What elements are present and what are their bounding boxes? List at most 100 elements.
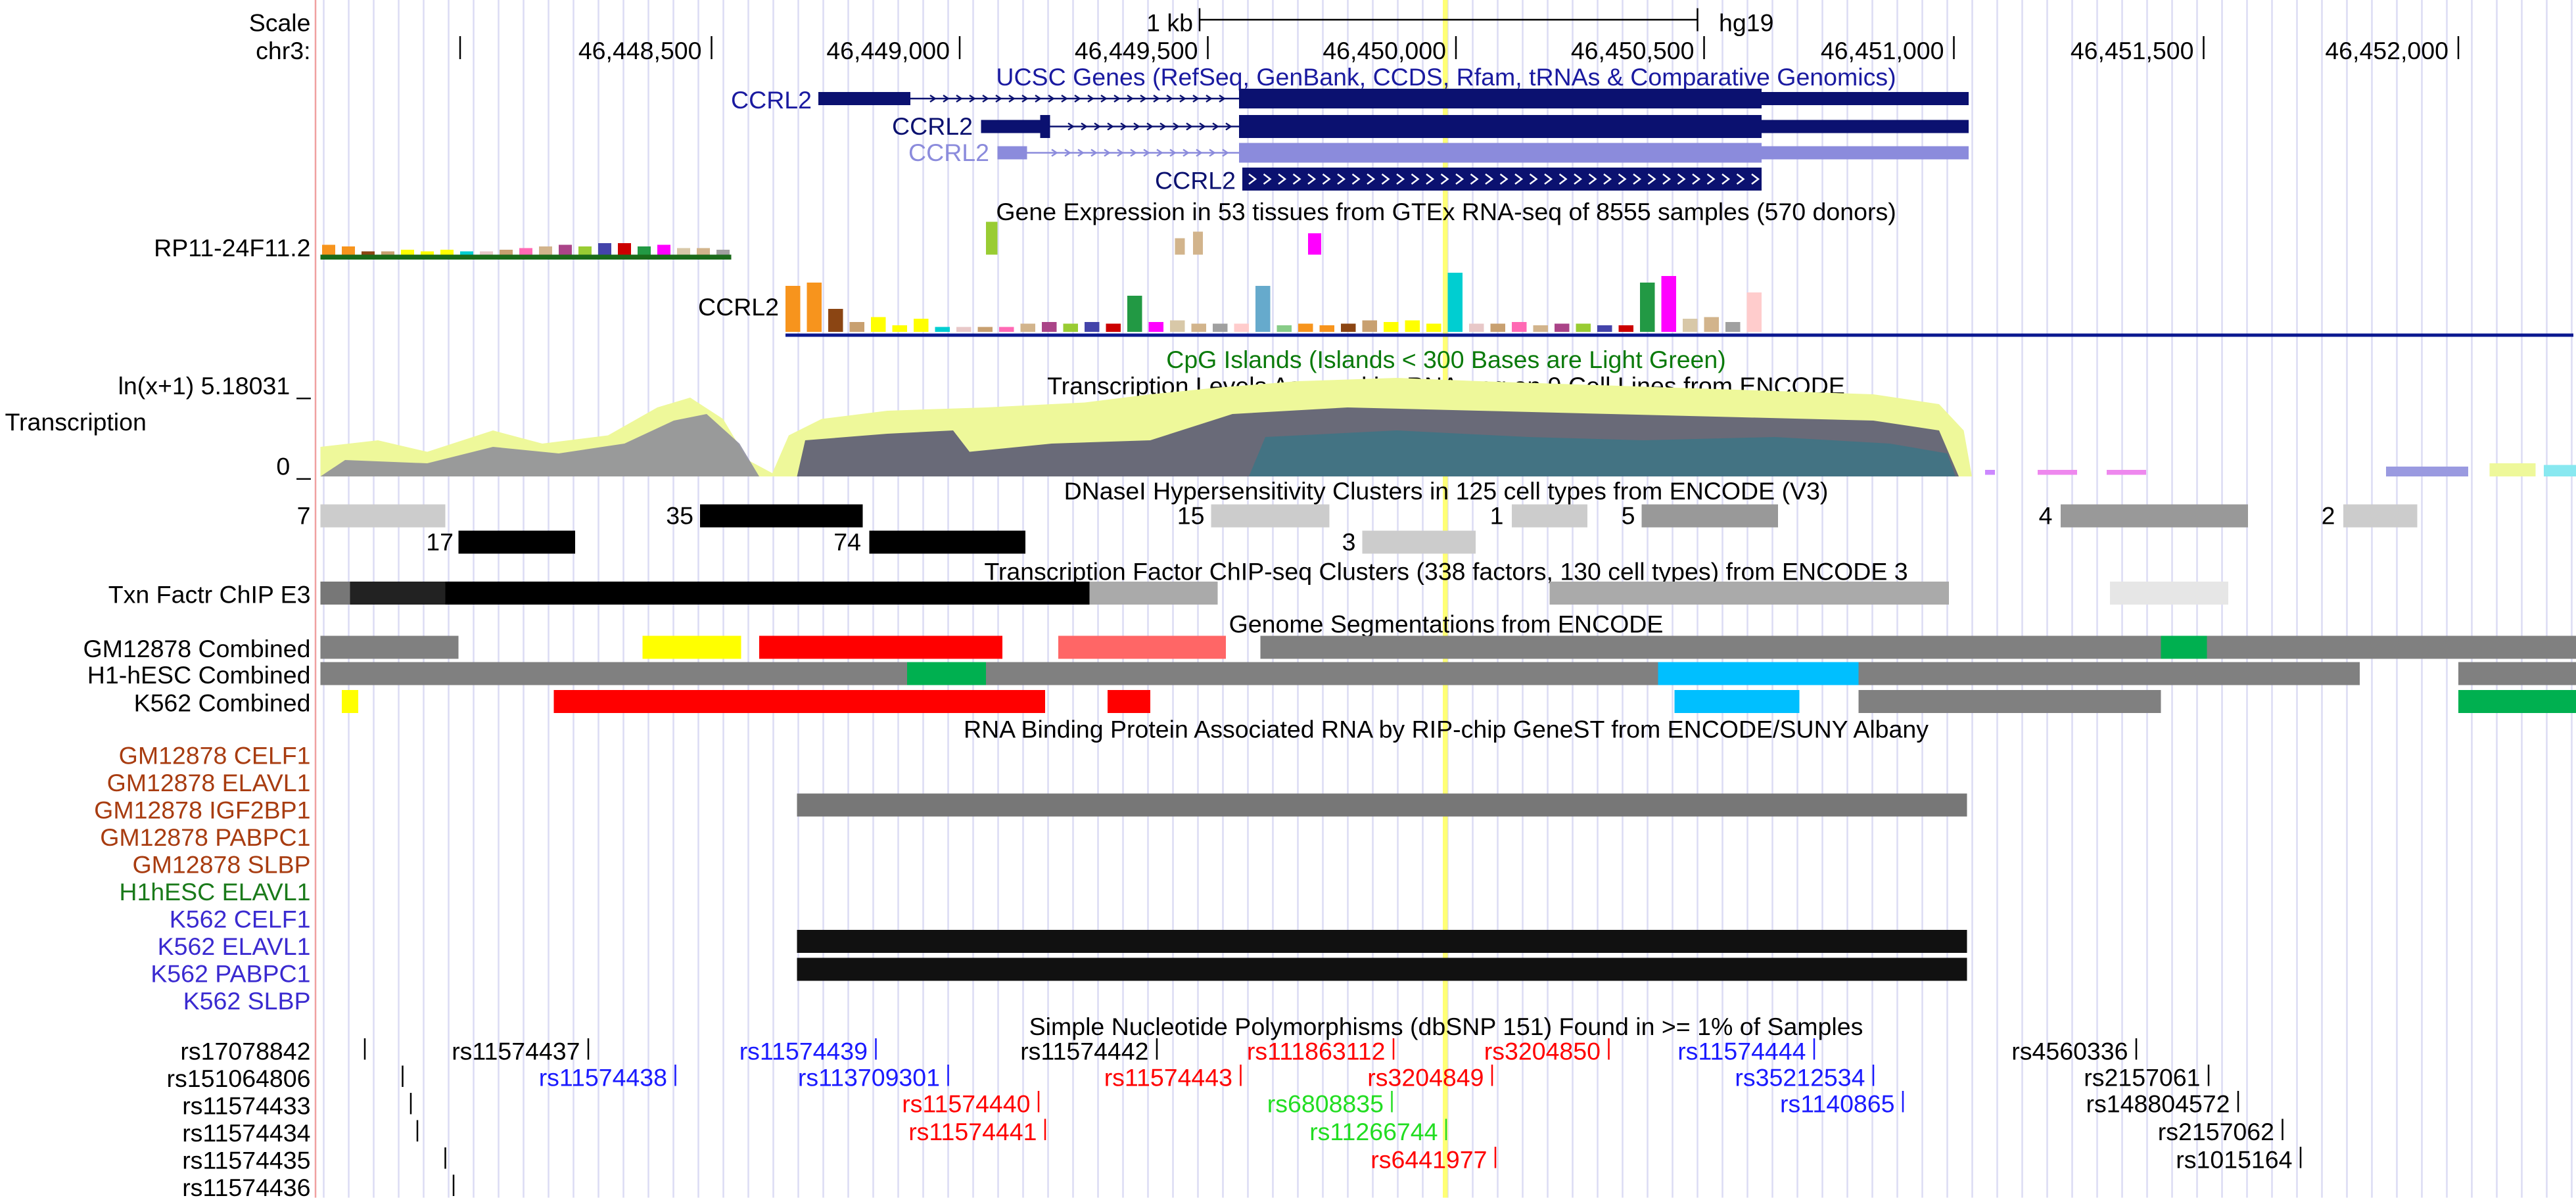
tfbs-cluster[interactable] — [1089, 582, 1218, 605]
segmentation-block[interactable] — [320, 662, 908, 685]
snp-item-label[interactable]: rs11574442 — [1020, 1038, 1148, 1065]
gene-exon[interactable] — [1040, 115, 1050, 138]
dnase-cluster[interactable] — [2061, 504, 2248, 528]
segmentation-block[interactable] — [2458, 690, 2576, 713]
segmentation-block[interactable] — [1058, 635, 1226, 659]
segmentation-block[interactable] — [642, 635, 741, 659]
gtex-bar[interactable] — [1234, 323, 1250, 333]
segmentation-block[interactable] — [907, 662, 986, 685]
transcription-blip[interactable] — [1985, 470, 1995, 475]
gtex-bar[interactable] — [381, 251, 394, 255]
gtex-bar[interactable] — [539, 246, 552, 255]
gtex-bar[interactable] — [914, 319, 929, 332]
gtex-bar[interactable] — [1020, 323, 1036, 333]
segmentation-label-h1hesc[interactable]: H1-hESC Combined — [87, 661, 311, 689]
gtex-bar[interactable] — [618, 243, 631, 255]
segmentation-blocks[interactable] — [320, 635, 2576, 714]
rip-row-label[interactable]: GM12878 ELAVL1 — [107, 769, 311, 796]
snp-item-label[interactable]: rs11574443 — [1104, 1064, 1232, 1092]
gtex-bar[interactable] — [598, 243, 611, 255]
gtex-bar[interactable] — [716, 250, 730, 255]
segmentation-block[interactable] — [1260, 635, 2161, 659]
tfbs-cluster[interactable] — [350, 582, 446, 605]
gtex-bar[interactable] — [1490, 323, 1506, 333]
dnase-cluster[interactable] — [320, 504, 446, 528]
gtex-bar[interactable] — [559, 244, 572, 255]
snp-item-label[interactable]: rs2157061 — [2084, 1064, 2200, 1092]
snp-item-label[interactable]: rs3204850 — [1484, 1038, 1601, 1065]
dnase-cluster[interactable] — [458, 530, 576, 554]
gtex-bar[interactable] — [1319, 325, 1335, 332]
gtex-bar[interactable] — [1683, 319, 1698, 332]
gtex-bar[interactable] — [362, 251, 375, 255]
segmentation-label-k562[interactable]: K562 Combined — [134, 689, 311, 717]
gtex-bar[interactable] — [892, 325, 908, 332]
gtex-bar[interactable] — [1063, 323, 1079, 333]
snp-item-label[interactable]: rs113709301 — [798, 1064, 940, 1092]
rip-row-label[interactable]: GM12878 PABPC1 — [100, 823, 310, 851]
gtex-bar[interactable] — [1106, 323, 1121, 333]
tfbs-clusters[interactable] — [320, 582, 2229, 605]
rip-row-label[interactable]: GM12878 SLBP — [133, 851, 311, 879]
gtex-gene-label-1[interactable]: RP11-24F11.2 — [154, 234, 310, 262]
gtex-bar[interactable] — [1661, 276, 1677, 332]
gtex-bar[interactable] — [1725, 322, 1741, 332]
gtex-bar[interactable] — [1085, 322, 1100, 332]
segmentation-block[interactable] — [1858, 690, 2161, 713]
snp-item-label[interactable]: rs4560336 — [2011, 1038, 2128, 1065]
segmentation-block[interactable] — [1658, 662, 1859, 685]
rip-row-label[interactable]: GM12878 CELF1 — [119, 742, 311, 770]
snp-label[interactable]: rs11574434 — [182, 1119, 310, 1147]
gtex-bar[interactable] — [480, 251, 493, 255]
dnase-track-title[interactable]: DNaseI Hypersensitivity Clusters in 125 … — [1064, 477, 1829, 505]
snp-item-label[interactable]: rs35212534 — [1735, 1064, 1865, 1092]
gtex-bar[interactable] — [1533, 325, 1549, 332]
gtex-bar[interactable] — [1042, 322, 1057, 332]
gtex-bar[interactable] — [677, 248, 690, 255]
gtex-bar[interactable] — [1512, 322, 1527, 332]
gtex-bar[interactable] — [1426, 323, 1441, 333]
gtex-bar[interactable] — [440, 250, 454, 255]
transcription-signal-area[interactable] — [1249, 430, 1955, 476]
rip-row-label[interactable]: K562 CELF1 — [170, 906, 311, 933]
snp-item-label[interactable]: rs6441977 — [1370, 1146, 1487, 1174]
rip-row-label[interactable]: H1hESC ELAVL1 — [119, 878, 310, 906]
snp-item-label[interactable]: rs111863112 — [1247, 1038, 1386, 1065]
segmentation-track-title[interactable]: Genome Segmentations from ENCODE — [1229, 611, 1664, 638]
transcription-signal-area[interactable] — [320, 414, 760, 476]
gtex-bar[interactable] — [1469, 323, 1484, 333]
gene-cds[interactable] — [1239, 89, 1762, 108]
transcription-blip[interactable] — [2386, 467, 2468, 476]
gtex-bar[interactable] — [1255, 286, 1271, 332]
gene-utr[interactable] — [1762, 92, 1969, 105]
gene-models[interactable] — [818, 89, 1969, 191]
gtex-bar[interactable] — [1618, 325, 1634, 332]
gene-exon[interactable] — [981, 120, 1041, 133]
gtex-bar[interactable] — [1308, 233, 1321, 255]
tfbs-cluster[interactable] — [1549, 582, 1950, 605]
segmentation-label-gm12878[interactable]: GM12878 Combined — [83, 635, 310, 662]
segmentation-block[interactable] — [1674, 690, 1800, 713]
transcription-label[interactable]: Transcription — [5, 408, 147, 436]
snp-label[interactable]: rs151064806 — [167, 1065, 311, 1092]
gtex-bar[interactable] — [1704, 317, 1720, 333]
gtex-bar[interactable] — [1447, 273, 1463, 332]
snp-left-labels[interactable]: rs17078842rs151064806rs11574433rs1157443… — [167, 1038, 455, 1198]
snp-item-label[interactable]: rs11574441 — [908, 1118, 1037, 1145]
transcription-blip[interactable] — [2489, 463, 2536, 476]
gtex-bar[interactable] — [1276, 325, 1292, 332]
tfbs-cluster[interactable] — [2110, 582, 2228, 605]
segmentation-block[interactable] — [1108, 690, 1150, 713]
dnase-cluster[interactable] — [1362, 530, 1476, 554]
gtex-bar[interactable] — [1597, 325, 1612, 332]
segmentation-block[interactable] — [2207, 635, 2576, 659]
rip-row-label[interactable]: GM12878 IGF2BP1 — [94, 796, 310, 824]
snp-item-label[interactable]: rs6808835 — [1267, 1090, 1384, 1118]
rip-row-label[interactable]: K562 SLBP — [183, 987, 311, 1015]
rip-row-label[interactable]: K562 ELAVL1 — [158, 933, 311, 960]
gtex-bar[interactable] — [828, 309, 843, 332]
snp-label[interactable]: rs11574435 — [182, 1147, 310, 1174]
